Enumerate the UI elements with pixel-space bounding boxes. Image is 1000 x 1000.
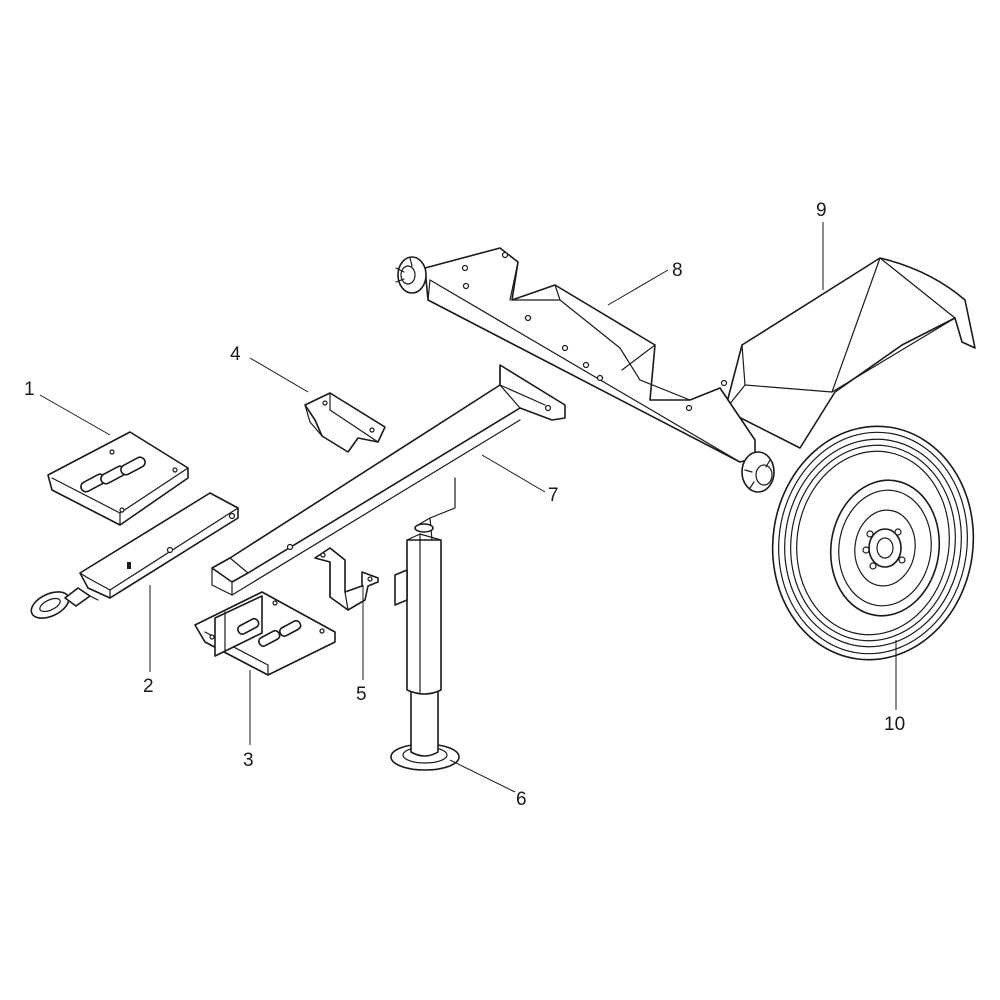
upper-bracket-part	[304, 392, 386, 453]
small-bracket-part	[314, 547, 379, 611]
leader-4	[249, 357, 309, 393]
tongue-part	[30, 492, 239, 619]
lower-plate-part	[194, 591, 336, 676]
leader-7	[481, 454, 546, 493]
callout-3: 3	[243, 750, 254, 771]
callout-5: 5	[356, 684, 367, 705]
callout-4: 4	[230, 344, 241, 365]
callout-7: 7	[548, 485, 559, 506]
callout-8: 8	[672, 260, 683, 281]
fender-part	[724, 257, 976, 449]
callout-6: 6	[516, 789, 527, 810]
callout-9: 9	[816, 200, 827, 221]
callout-labels: 1 2 3 4 5 6 7 8 9 10	[24, 200, 905, 810]
jack-stand-part	[390, 477, 460, 771]
leader-lines	[39, 222, 897, 793]
leader-6	[449, 759, 516, 793]
callout-10: 10	[884, 714, 905, 735]
callout-1: 1	[24, 379, 35, 400]
leader-8	[607, 269, 669, 306]
upper-plate-part	[47, 431, 189, 526]
leader-1	[39, 394, 111, 436]
axle-part	[395, 247, 775, 493]
wheel-part	[771, 425, 975, 661]
main-tube-part	[211, 364, 566, 596]
callout-2: 2	[143, 676, 154, 697]
